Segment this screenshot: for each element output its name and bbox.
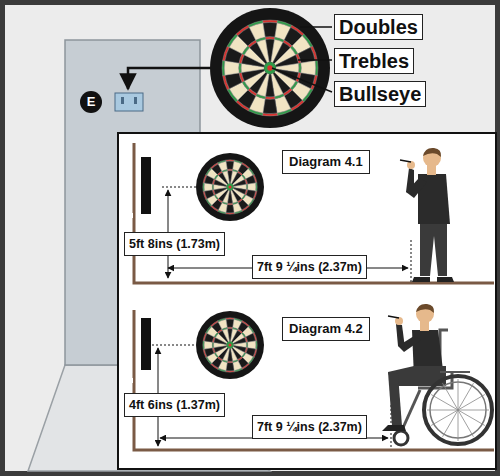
label-text: Bullseye — [339, 83, 421, 105]
label-text: Diagram 4.1 — [289, 154, 363, 170]
leader-line — [272, 68, 332, 92]
board-segment — [223, 171, 230, 184]
wall-break — [129, 378, 133, 383]
label-text: 5ft 8ins (1.73m) — [129, 236, 220, 252]
socket-pin — [134, 97, 137, 104]
dartboard — [196, 153, 264, 221]
spoke — [458, 410, 474, 437]
label-text: Trebles — [339, 50, 409, 72]
spoke — [458, 410, 489, 411]
spoke — [458, 410, 459, 441]
label-text: 7ft 9 ¼ins (2.37m) — [257, 259, 362, 275]
callout-circle — [80, 91, 102, 113]
board-backing — [141, 318, 151, 370]
socket-icon — [115, 93, 143, 111]
label-text: 4ft 6ins (1.37m) — [129, 397, 220, 413]
diagram-label: Diagram 4.1 — [282, 150, 370, 174]
part-label: Bullseye — [334, 81, 426, 107]
spoke — [458, 395, 485, 411]
standing-player — [400, 148, 454, 282]
guide-line — [411, 240, 412, 282]
page-ground — [5, 5, 495, 471]
wheelchair-player — [382, 304, 492, 445]
label-text: Doubles — [339, 16, 418, 38]
leader-line — [298, 59, 332, 61]
board-segment — [263, 22, 277, 37]
board-segment — [223, 329, 230, 342]
socket-pin — [121, 97, 124, 104]
board-rim — [196, 311, 264, 379]
dartboard — [196, 311, 264, 379]
panel — [118, 133, 496, 469]
guide-line — [162, 187, 196, 188]
part-label: Trebles — [334, 48, 414, 74]
leader-line — [300, 26, 332, 28]
board-segment — [257, 40, 269, 63]
spoke — [443, 383, 459, 410]
board-segment — [301, 61, 316, 75]
board-rim — [210, 8, 330, 128]
outer-bull — [227, 342, 234, 349]
wall-break — [129, 213, 133, 218]
dimension-label: 7ft 9 ¼ins (2.37m) — [252, 415, 367, 439]
part-label: Doubles — [334, 14, 423, 40]
wheel — [424, 376, 492, 444]
board-rim — [196, 153, 264, 221]
board-backing — [141, 157, 151, 214]
spoke — [431, 410, 458, 426]
callout-letter: E — [80, 91, 102, 113]
spoke — [458, 379, 459, 410]
wall-floor — [134, 310, 494, 450]
guide-line — [152, 345, 196, 346]
label-text: 7ft 9 ¼ins (2.37m) — [257, 419, 362, 435]
label-text: Diagram 4.2 — [289, 321, 363, 337]
dimension-label: 4ft 6ins (1.37m) — [124, 393, 225, 417]
board-segment — [263, 99, 277, 114]
spoke — [427, 410, 458, 411]
dartboard — [210, 8, 330, 128]
bullseye — [228, 343, 231, 346]
outer-bull — [264, 62, 276, 74]
diagram-label: Diagram 4.2 — [282, 317, 370, 341]
label-text: E — [80, 91, 102, 113]
wall-floor — [134, 143, 494, 283]
bullseye — [228, 185, 231, 188]
board-segment — [224, 61, 239, 75]
outer-bull — [227, 184, 234, 191]
dimension-label: 5ft 8ins (1.73m) — [124, 232, 225, 256]
bullseye — [267, 65, 272, 70]
power-arrow — [128, 68, 212, 89]
dimension-label: 7ft 9 ¼ins (2.37m) — [252, 255, 367, 279]
